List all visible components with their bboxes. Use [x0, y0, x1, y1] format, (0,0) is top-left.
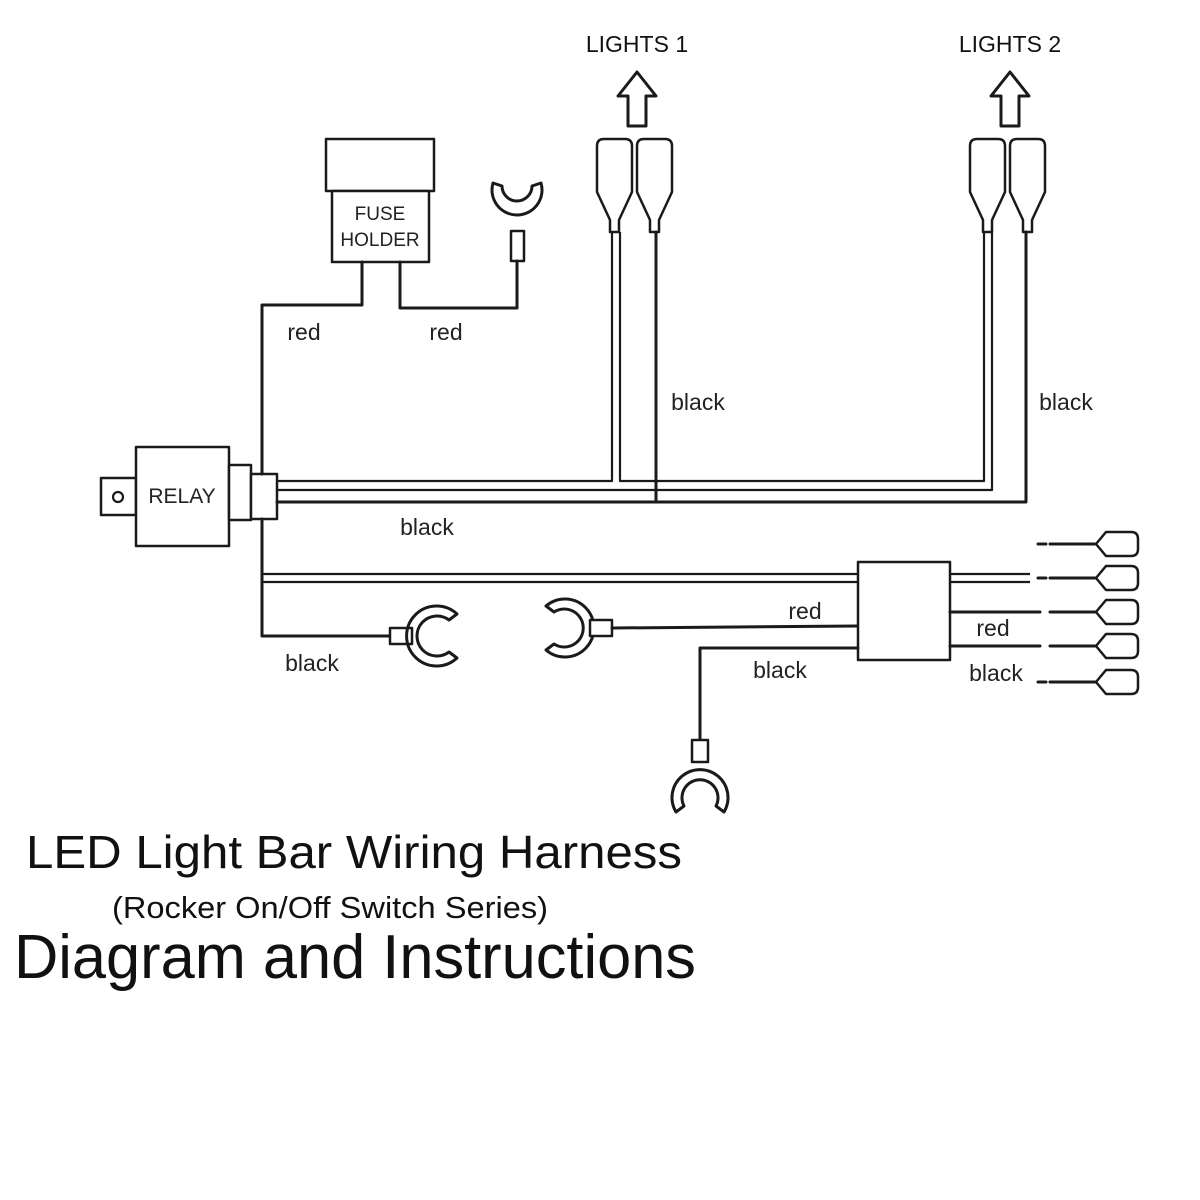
wire-relay-to-fuse: [260, 260, 364, 476]
wire-label-lights-2: black: [1039, 389, 1093, 415]
lights-1-label: LIGHTS 1: [586, 31, 688, 57]
wire-relay-to-lights-black: [275, 230, 1028, 504]
fuse-holder-label-line2: HOLDER: [340, 230, 419, 251]
relay-label: RELAY: [148, 485, 215, 508]
fuse-holder-label-line1: FUSE: [355, 204, 406, 225]
switch-connector-5: [1036, 668, 1140, 696]
fuse-holder-cap: [324, 137, 436, 193]
lights-2-group: LIGHTS 2: [959, 31, 1061, 234]
lights-1-arrow-icon: [616, 70, 658, 128]
switch-block: [856, 560, 952, 662]
lights-1-connector-right: [635, 137, 674, 234]
lights-2-arrow-icon: [989, 70, 1031, 128]
relay-connector-inner: [249, 472, 279, 521]
wire-label-relay-to-lights: black: [400, 514, 454, 540]
wire-label-lights-1: black: [671, 389, 725, 415]
switch-connector-1: [1036, 530, 1140, 558]
wire-relay-to-switch-white: [262, 572, 858, 584]
switch-connectors: [1036, 530, 1140, 696]
title-line-3: Diagram and Instructions: [14, 923, 696, 992]
lights-2-connector-left: [968, 137, 1007, 234]
fuse-holder-body: [330, 189, 431, 264]
switch-connector-3: [1048, 598, 1140, 626]
wire-label-switch-output-red: red: [976, 615, 1009, 641]
wire-label-switch-output-black: black: [969, 660, 1023, 686]
switch-connector-4: [1048, 632, 1140, 660]
lights-1-group: LIGHTS 1: [586, 31, 688, 234]
wire-fuse-to-terminal: [398, 259, 519, 310]
switch-connector-2: [1036, 564, 1140, 592]
title-line-1: LED Light Bar Wiring Harness: [26, 826, 682, 878]
wire-label-switch-power: red: [788, 598, 821, 624]
wire-label-switch-ground: black: [753, 657, 807, 683]
ring-terminal-bottom-icon: [670, 738, 730, 814]
ring-terminal-top-icon: [490, 181, 544, 263]
wire-relay-ground: [260, 517, 394, 638]
fuse-holder: FUSE HOLDER: [324, 137, 436, 264]
wire-label-relay-to-fuse: red: [287, 319, 320, 345]
relay: RELAY: [99, 445, 279, 548]
lights-1-connector-left: [595, 137, 634, 234]
ring-terminal-ground-icon: [388, 604, 459, 668]
wire-label-relay-ground: black: [285, 650, 339, 676]
wire-relay-to-lights-white: [277, 232, 994, 492]
lights-2-connector-right: [1008, 137, 1047, 234]
relay-pin-icon: [111, 490, 125, 504]
wire-switch-ground: [698, 646, 860, 744]
wire-switch-output-white: [950, 572, 1030, 584]
wire-label-fuse-to-terminal: red: [429, 319, 462, 345]
lights-2-label: LIGHTS 2: [959, 31, 1061, 57]
relay-left-tab: [99, 476, 138, 517]
title-line-2: (Rocker On/Off Switch Series): [112, 890, 548, 925]
relay-connector-outer: [227, 463, 253, 522]
wire-switch-power: [610, 624, 860, 630]
